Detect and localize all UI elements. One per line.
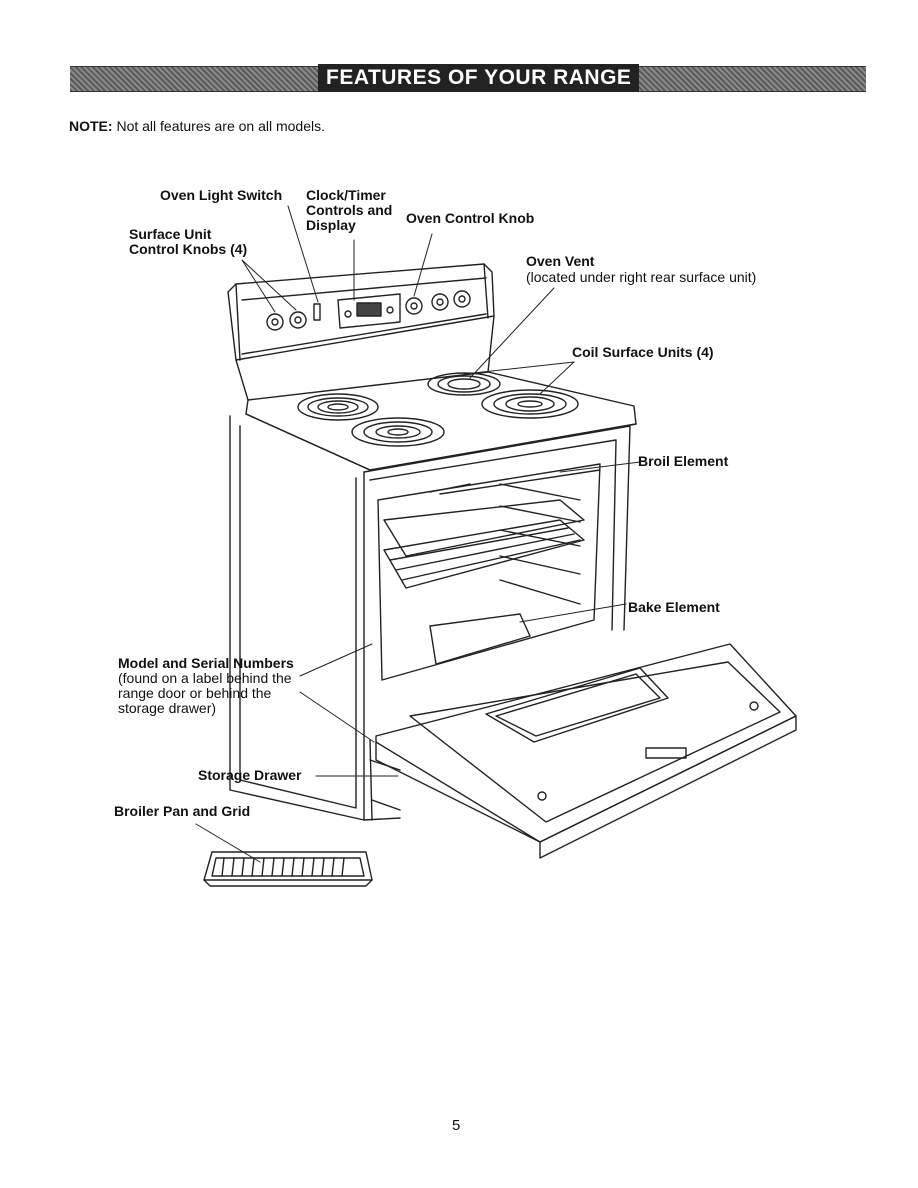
label-surface-unit: Surface Unit xyxy=(129,226,212,242)
model-serial-note-1: (found on a label behind the xyxy=(118,670,292,686)
oven-control-knob xyxy=(405,297,423,315)
clock-timer-display xyxy=(337,293,401,329)
label-bake-element: Bake Element xyxy=(628,599,720,615)
label-broil-element: Broil Element xyxy=(638,453,729,469)
label-oven-light-switch: Oven Light Switch xyxy=(160,187,283,203)
label-oven-control-knob: Oven Control Knob xyxy=(406,210,535,226)
bake-element xyxy=(429,613,531,665)
label-control-knobs: Control Knobs (4) xyxy=(129,241,248,257)
storage-drawer xyxy=(369,759,401,811)
page-title: FEATURES OF YOUR RANGE xyxy=(318,64,640,92)
oven-door xyxy=(375,643,797,859)
callout-leaders xyxy=(195,205,641,863)
surface-unit-knobs xyxy=(266,290,471,331)
coil-surface-units xyxy=(297,372,579,447)
label-clock-timer-3: Display xyxy=(306,217,356,233)
model-serial-note-3: storage drawer) xyxy=(118,700,217,716)
rack-supports xyxy=(499,483,581,605)
page-number: 5 xyxy=(452,1117,461,1134)
oven-light-switch xyxy=(313,303,321,321)
oven-rack xyxy=(383,499,585,589)
oven-cavity xyxy=(377,463,601,681)
broiler-pan xyxy=(203,851,373,887)
note-text: Not all features are on all models. xyxy=(116,118,326,134)
label-clock-timer: Clock/Timer xyxy=(306,187,386,203)
label-coil-surface-units: Coil Surface Units (4) xyxy=(572,344,714,360)
label-clock-timer-2: Controls and xyxy=(306,202,393,218)
label-oven-vent: Oven Vent xyxy=(526,253,595,269)
note-line: NOTE: Not all features are on all models… xyxy=(69,118,325,134)
control-panel xyxy=(227,263,495,361)
range-body xyxy=(229,415,631,821)
oven-vent-note: (located under right rear surface unit) xyxy=(526,269,757,285)
label-model-serial: Model and Serial Numbers xyxy=(118,655,294,671)
label-broiler-pan: Broiler Pan and Grid xyxy=(114,803,251,819)
note-label: NOTE: xyxy=(69,118,113,134)
broil-element xyxy=(439,469,601,495)
model-serial-note-2: range door or behind the xyxy=(118,685,272,701)
cooktop xyxy=(235,315,637,471)
label-storage-drawer: Storage Drawer xyxy=(198,767,302,783)
